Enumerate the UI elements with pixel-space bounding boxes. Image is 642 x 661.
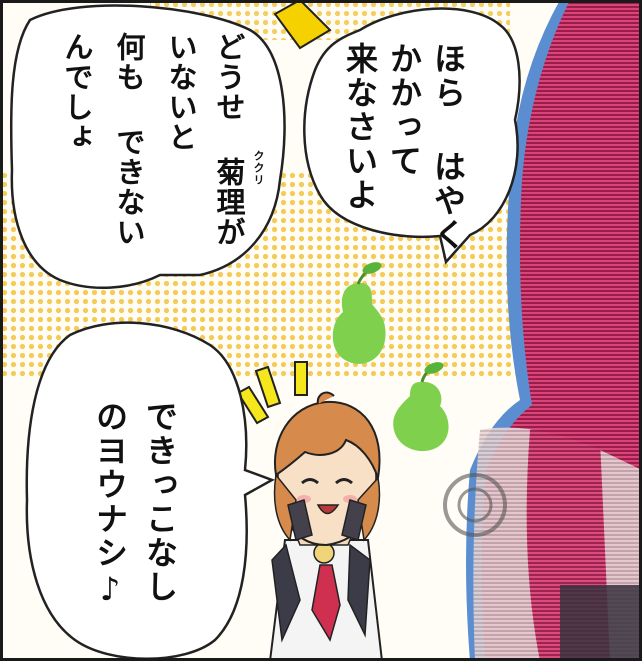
speech-text-line: 何も できない: [112, 32, 146, 247]
speech-bubble-bottom: [25, 321, 275, 660]
speech-text-line: のヨウナシ♪: [91, 400, 129, 610]
furigana-ruby: ククリ: [252, 150, 265, 186]
small-girl-character: [268, 391, 384, 661]
pear-bottom: [393, 362, 449, 452]
red-hair-character: [443, 0, 642, 661]
pear-top: [332, 262, 386, 364]
speech-bubble-top-left: [9, 4, 286, 290]
speech-text-line: ほら はやく: [429, 42, 467, 252]
speech-text-line: 来なさいよ: [341, 42, 379, 212]
emphasis-lines: [236, 361, 308, 425]
speech-text-line: できっこなし: [141, 400, 179, 604]
yellow-burst: [273, 0, 332, 50]
speech-text-line: んでしょ: [60, 32, 94, 152]
speech-bubble-top-right: [303, 7, 521, 265]
speech-text-line: どうせ 菊理が: [212, 32, 246, 247]
speech-text-line: いないと: [164, 32, 198, 152]
speech-text-line: かかって: [385, 42, 423, 178]
